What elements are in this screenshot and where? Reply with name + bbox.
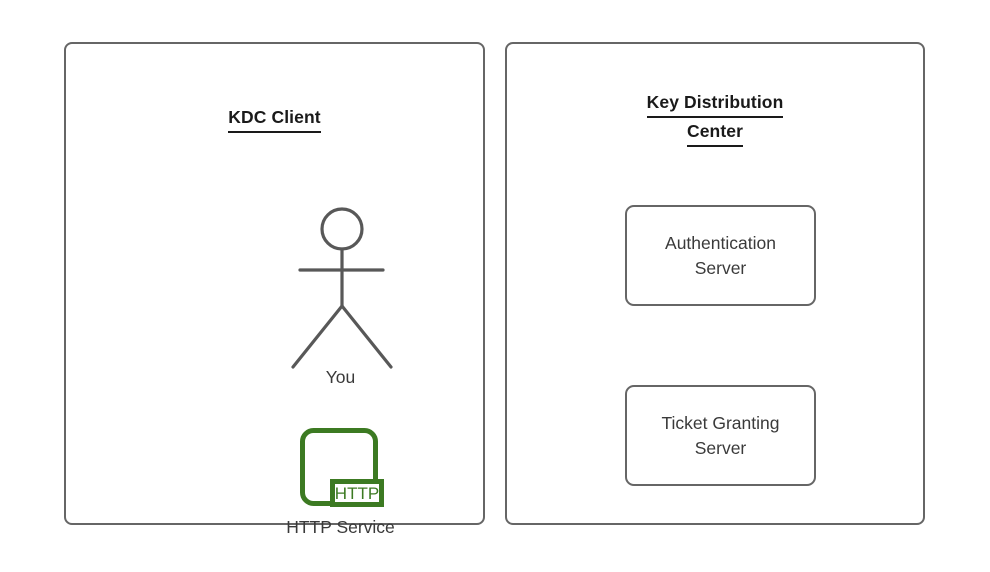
http-service-icon: HTTP	[299, 427, 387, 511]
panel-kdc-client-title-line-1: KDC Client	[228, 104, 321, 133]
box-authentication-server-line-2: Server	[694, 257, 747, 278]
box-ticket-granting-server-line-2: Server	[694, 437, 747, 458]
box-authentication-server[interactable]: Authentication Server	[625, 205, 816, 306]
svg-text:HTTP: HTTP	[335, 484, 379, 503]
box-authentication-server-line-1: Authentication	[665, 232, 776, 253]
box-ticket-granting-server-line-1: Ticket Granting	[661, 412, 780, 433]
box-ticket-granting-server-label: Ticket Granting Server	[655, 411, 785, 461]
stick-figure-icon	[278, 202, 406, 377]
panel-kdc-title-line-2: Center	[686, 118, 744, 147]
box-ticket-granting-server[interactable]: Ticket Granting Server	[625, 385, 816, 486]
panel-kdc-client-title: KDC Client	[66, 104, 483, 133]
panel-kdc-title-line-1: Key Distribution	[646, 89, 784, 118]
panel-key-distribution-center-title: Key Distribution Center	[507, 89, 923, 147]
panel-kdc-client: KDC Client You	[64, 42, 485, 537]
box-authentication-server-label: Authentication Server	[659, 231, 782, 281]
actor-label-you: You	[325, 367, 356, 387]
http-service-label: HTTP Service	[286, 517, 395, 537]
